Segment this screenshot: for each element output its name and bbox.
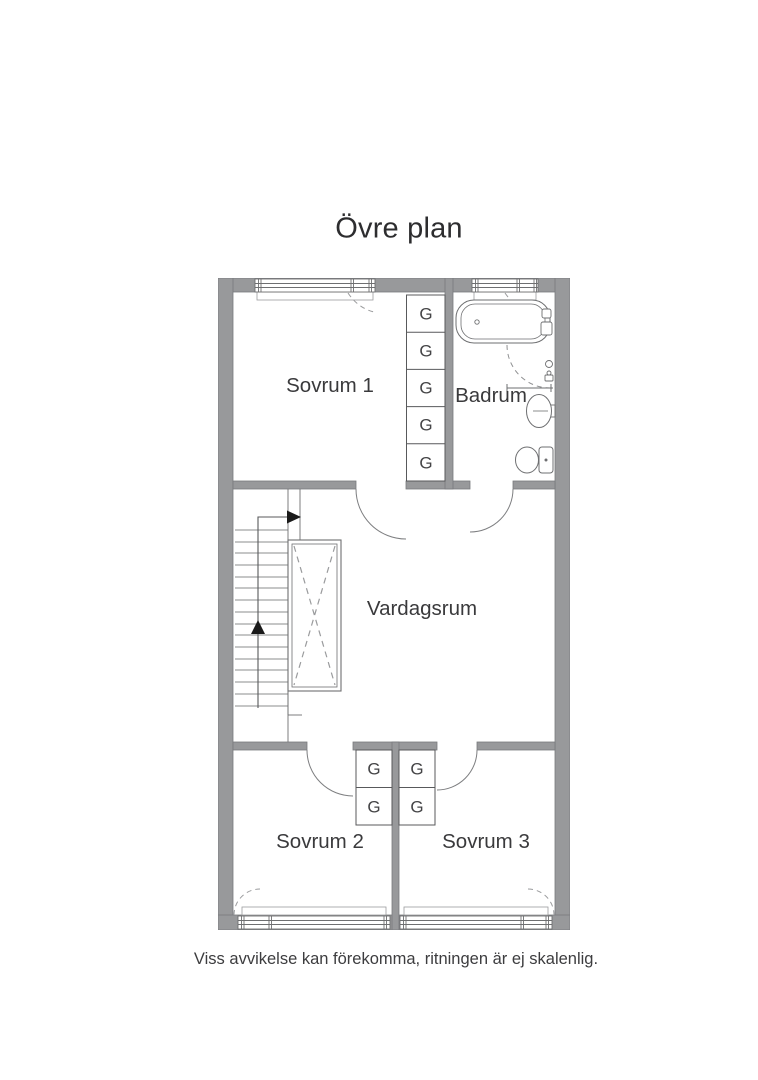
wardrobe-label: G [367, 759, 381, 779]
wardrobe-label: G [419, 415, 433, 435]
wall-badrum-bottom [512, 480, 556, 490]
wall-right [554, 278, 570, 930]
stair-treads [235, 529, 288, 707]
washbasin-icon [526, 394, 556, 428]
stair-path-line [257, 516, 299, 708]
room-label-sovrum-3: Sovrum 3 [442, 829, 530, 853]
door-swing-icon-badrum [469, 488, 514, 533]
bathroom-fixtures [455, 299, 556, 474]
page-title: Övre plan [335, 212, 463, 245]
wardrobe-label: G [410, 797, 424, 817]
room-label-badrum: Badrum [455, 383, 527, 407]
wardrobe-label: G [419, 304, 433, 324]
wall-sovrum1-bottom [232, 480, 357, 490]
window-swing-dashed [233, 888, 261, 916]
room-label-sovrum-2: Sovrum 2 [276, 829, 364, 853]
window-swing-dashed [347, 292, 375, 313]
wardrobe-icon-sovrum2 [355, 749, 393, 826]
direction-arrow-icon-up [251, 620, 265, 634]
wardrobe-label: G [410, 759, 424, 779]
floor-plan [218, 278, 570, 930]
wardrobe-icon-hall [406, 294, 446, 482]
wardrobe-label: G [419, 378, 433, 398]
shower-screen-icon [506, 344, 553, 392]
window-icon-badrum [471, 278, 539, 307]
window-icon-sovrum2 [233, 888, 391, 930]
wall-left [218, 278, 234, 930]
wall-sovrum2-top [232, 741, 308, 751]
wardrobe-label: G [367, 797, 381, 817]
void-opening-icon [287, 539, 342, 692]
door-swing-icon-sovrum3 [436, 749, 478, 791]
toilet-icon [515, 446, 554, 474]
door-swing-icon-sovrum2 [306, 749, 354, 797]
wall-bedroom-divider [391, 741, 400, 930]
wardrobe-label: G [419, 453, 433, 473]
direction-arrow-icon-right [287, 510, 301, 524]
wardrobe-label: G [419, 341, 433, 361]
window-swing-dashed [527, 888, 555, 916]
disclaimer-text: Viss avvikelse kan förekomma, ritningen … [193, 949, 599, 968]
door-swing-icon-sovrum1 [355, 488, 407, 540]
door-swings [306, 488, 514, 797]
wall-badrum-left [444, 278, 454, 490]
room-label-vardagsrum: Vardagsrum [366, 596, 478, 620]
wardrobe-icon-sovrum3 [398, 749, 436, 826]
window-icon-sovrum1 [254, 278, 376, 313]
wall-hall-top [405, 480, 471, 490]
wardrobes [355, 294, 446, 826]
window-icon-sovrum3 [399, 888, 555, 930]
bathtub-icon [455, 299, 553, 344]
room-label-sovrum-1: Sovrum 1 [286, 373, 374, 397]
mixer-tap-icon [544, 360, 554, 382]
windows [233, 278, 555, 930]
wall-sovrum3-top [476, 741, 556, 751]
